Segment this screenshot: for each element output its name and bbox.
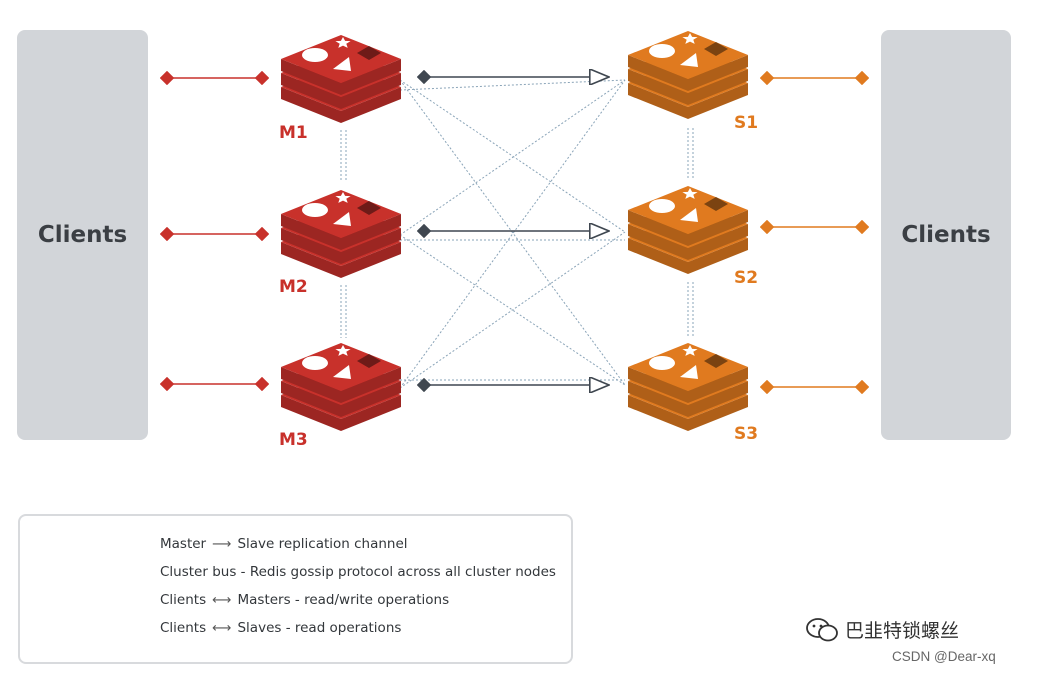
logo-star (682, 345, 698, 356)
legend-clients-slaves-to: Slaves - read operations (237, 620, 402, 636)
stack-layer-side (628, 224, 748, 260)
clients-left-label: Clients (37, 222, 128, 248)
logo-star (682, 33, 698, 44)
logo-ellipse (649, 356, 675, 370)
stack-layer-top (281, 190, 401, 238)
redis-stack-m1 (281, 35, 401, 123)
master-label-m1: M1 (279, 123, 308, 143)
logo-diamond (704, 354, 728, 368)
stack-layer-side (628, 381, 748, 417)
stack-layer-side (281, 381, 401, 417)
stack-layer-side (281, 367, 401, 403)
stack-layer-side (281, 87, 401, 123)
logo-triangle (680, 365, 698, 379)
logo-star (335, 37, 351, 48)
stack-layer-top (628, 186, 748, 234)
stack-layer-side (628, 83, 748, 119)
stack-layer-side (628, 69, 748, 105)
stack-layer-side (281, 59, 401, 95)
legend-box (18, 514, 573, 664)
watermark: 巴韭特锁螺丝 (805, 616, 959, 643)
clients-left-panel: Clients (17, 30, 148, 440)
legend-clients-masters-to: Masters - read/write operations (237, 592, 450, 608)
logo-triangle (680, 53, 698, 67)
logo-ellipse (302, 48, 328, 62)
csdn-credit: CSDN @Dear-xq (892, 649, 996, 664)
redis-stack-m3 (281, 343, 401, 431)
legend-replication-to: Slave replication channel (237, 536, 408, 552)
stack-layer-top (628, 343, 748, 391)
master-label-m2: M2 (279, 277, 308, 297)
long-arrow-icon: ⟶ (212, 536, 232, 552)
stack-layer-top (628, 31, 748, 79)
stack-layer-side (281, 242, 401, 278)
legend-clients-slaves-from: Clients (160, 620, 207, 636)
legend-clients-slaves: Clients ⟷ Slaves - read operations (160, 620, 401, 636)
master-label-m3: M3 (279, 430, 308, 450)
redis-stack-s1 (628, 31, 748, 119)
legend-clients-masters-from: Clients (160, 592, 207, 608)
logo-triangle (333, 365, 351, 379)
slave-label-s1: S1 (734, 113, 759, 133)
logo-ellipse (649, 44, 675, 58)
replication-channels (424, 77, 609, 385)
logo-star (335, 192, 351, 203)
logo-diamond (357, 46, 381, 60)
logo-triangle (333, 57, 351, 71)
double-arrow-icon: ⟷ (212, 620, 232, 636)
logo-ellipse (302, 203, 328, 217)
logo-triangle (680, 208, 698, 222)
clients-right-label: Clients (901, 222, 991, 248)
slave-label-s3: S3 (734, 424, 759, 444)
stack-layer-side (628, 395, 748, 431)
stack-layer-side (628, 367, 748, 403)
stack-layer-side (281, 214, 401, 250)
stack-layer-top (281, 35, 401, 83)
wechat-icon (806, 617, 838, 641)
logo-ellipse (649, 199, 675, 213)
legend-replication-from: Master (160, 536, 207, 552)
logo-ellipse (302, 356, 328, 370)
stack-layer-side (628, 55, 748, 91)
slave-label-s2: S2 (734, 268, 759, 288)
stack-layer-top (281, 343, 401, 391)
stack-layer-side (281, 228, 401, 264)
double-arrow-icon: ⟷ (212, 592, 232, 608)
legend-cluster-bus: Cluster bus - Redis gossip protocol acro… (160, 564, 556, 580)
clients-right-panel: Clients (881, 30, 1011, 440)
client-slave-lines (759, 70, 870, 395)
logo-diamond (704, 42, 728, 56)
legend-replication: Master ⟶ Slave replication channel (160, 536, 408, 552)
logo-triangle (333, 212, 351, 226)
logo-star (682, 188, 698, 199)
stack-layer-side (281, 73, 401, 109)
stack-layer-side (281, 395, 401, 431)
stack-layer-side (628, 238, 748, 274)
redis-stack-s3 (628, 343, 748, 431)
logo-star (335, 345, 351, 356)
client-master-lines (159, 70, 270, 392)
logo-diamond (357, 201, 381, 215)
redis-stack-s2 (628, 186, 748, 274)
logo-diamond (357, 354, 381, 368)
legend-clients-masters: Clients ⟷ Masters - read/write operations (160, 592, 449, 608)
stack-layer-side (628, 210, 748, 246)
logo-diamond (704, 197, 728, 211)
redis-stack-m2 (281, 190, 401, 278)
watermark-name: 巴韭特锁螺丝 (845, 620, 960, 642)
